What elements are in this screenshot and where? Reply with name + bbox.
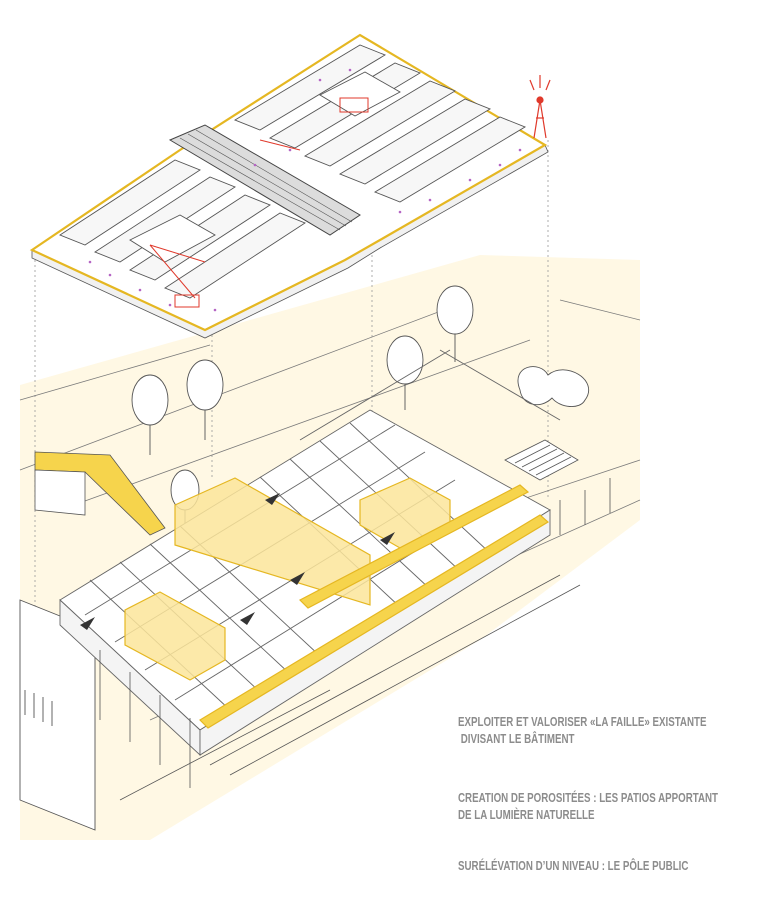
- roof-people: [88, 68, 522, 312]
- caption-patios: CREATION DE POROSITÉES : LES PATIOS APPO…: [458, 790, 718, 824]
- projection-lines: [34, 140, 549, 620]
- roof-ridges: [59, 44, 527, 299]
- caption-faille-line2: DIVISANT LE BÂTIMENT: [458, 732, 575, 746]
- sculpture-icon: [517, 366, 589, 407]
- caption-faille-line1: EXPLOITER ET VALORISER «LA FAILLE» EXIST…: [458, 715, 707, 729]
- faille-gallery-roof: [168, 124, 361, 236]
- faille-block: [174, 477, 371, 606]
- caption-patios-line1: CREATION DE POROSITÉES : LES PATIOS APPO…: [458, 791, 719, 805]
- highlight-volumes: [124, 477, 550, 729]
- patio-block-left: [124, 591, 226, 681]
- caption-patios-line2: DE LA LUMIÈRE NATURELLE: [458, 808, 595, 822]
- dimension-lines: [119, 574, 581, 801]
- staircase: [504, 439, 579, 481]
- faille-hatching: [179, 129, 353, 231]
- caption-surelevation: SURÉLÉVATION D’UN NIVEAU : LE PÔLE PUBLI…: [458, 858, 688, 875]
- columns: [99, 478, 611, 788]
- roof-volume: [29, 33, 549, 339]
- gallery-band-upper: [298, 484, 530, 609]
- roof-red-elements: [149, 97, 369, 308]
- gallery-band: [199, 514, 550, 729]
- arrow-markers: [80, 493, 395, 630]
- caption-faille: EXPLOITER ET VALORISER «LA FAILLE» EXIST…: [458, 714, 706, 748]
- antenna-icon: [529, 75, 551, 139]
- footbridge: [34, 451, 166, 536]
- roof-patio-left: [129, 214, 216, 263]
- caption-surelevation-line1: SURÉLÉVATION D’UN NIVEAU : LE PÔLE PUBLI…: [458, 859, 689, 873]
